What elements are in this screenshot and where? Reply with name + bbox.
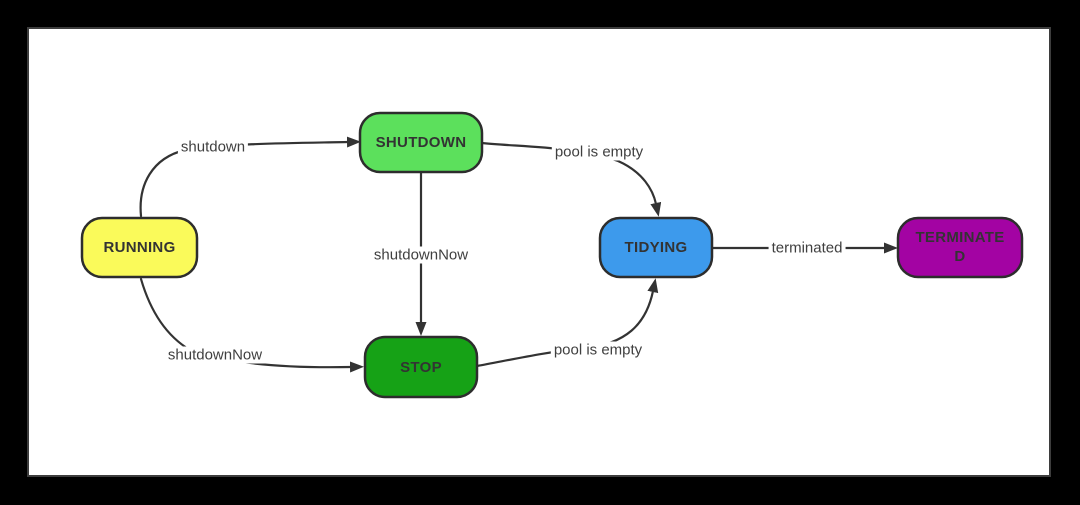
state-node-terminated[interactable] <box>896 216 1024 279</box>
state-node-shutdown[interactable] <box>358 111 484 174</box>
edge-stop-to-tidying <box>475 278 659 368</box>
state-node-running[interactable] <box>80 216 199 279</box>
state-diagram-svg <box>80 111 1024 399</box>
state-node-stop[interactable] <box>363 335 479 399</box>
diagram-canvas: RUNNING SHUTDOWN STOP TIDYING TERMINATED… <box>27 27 1051 477</box>
state-node-tidying[interactable] <box>598 216 714 279</box>
edge-shutdown-to-tidying <box>480 141 662 217</box>
edge-running-to-shutdown <box>139 136 361 218</box>
edge-running-to-stop <box>139 277 364 373</box>
